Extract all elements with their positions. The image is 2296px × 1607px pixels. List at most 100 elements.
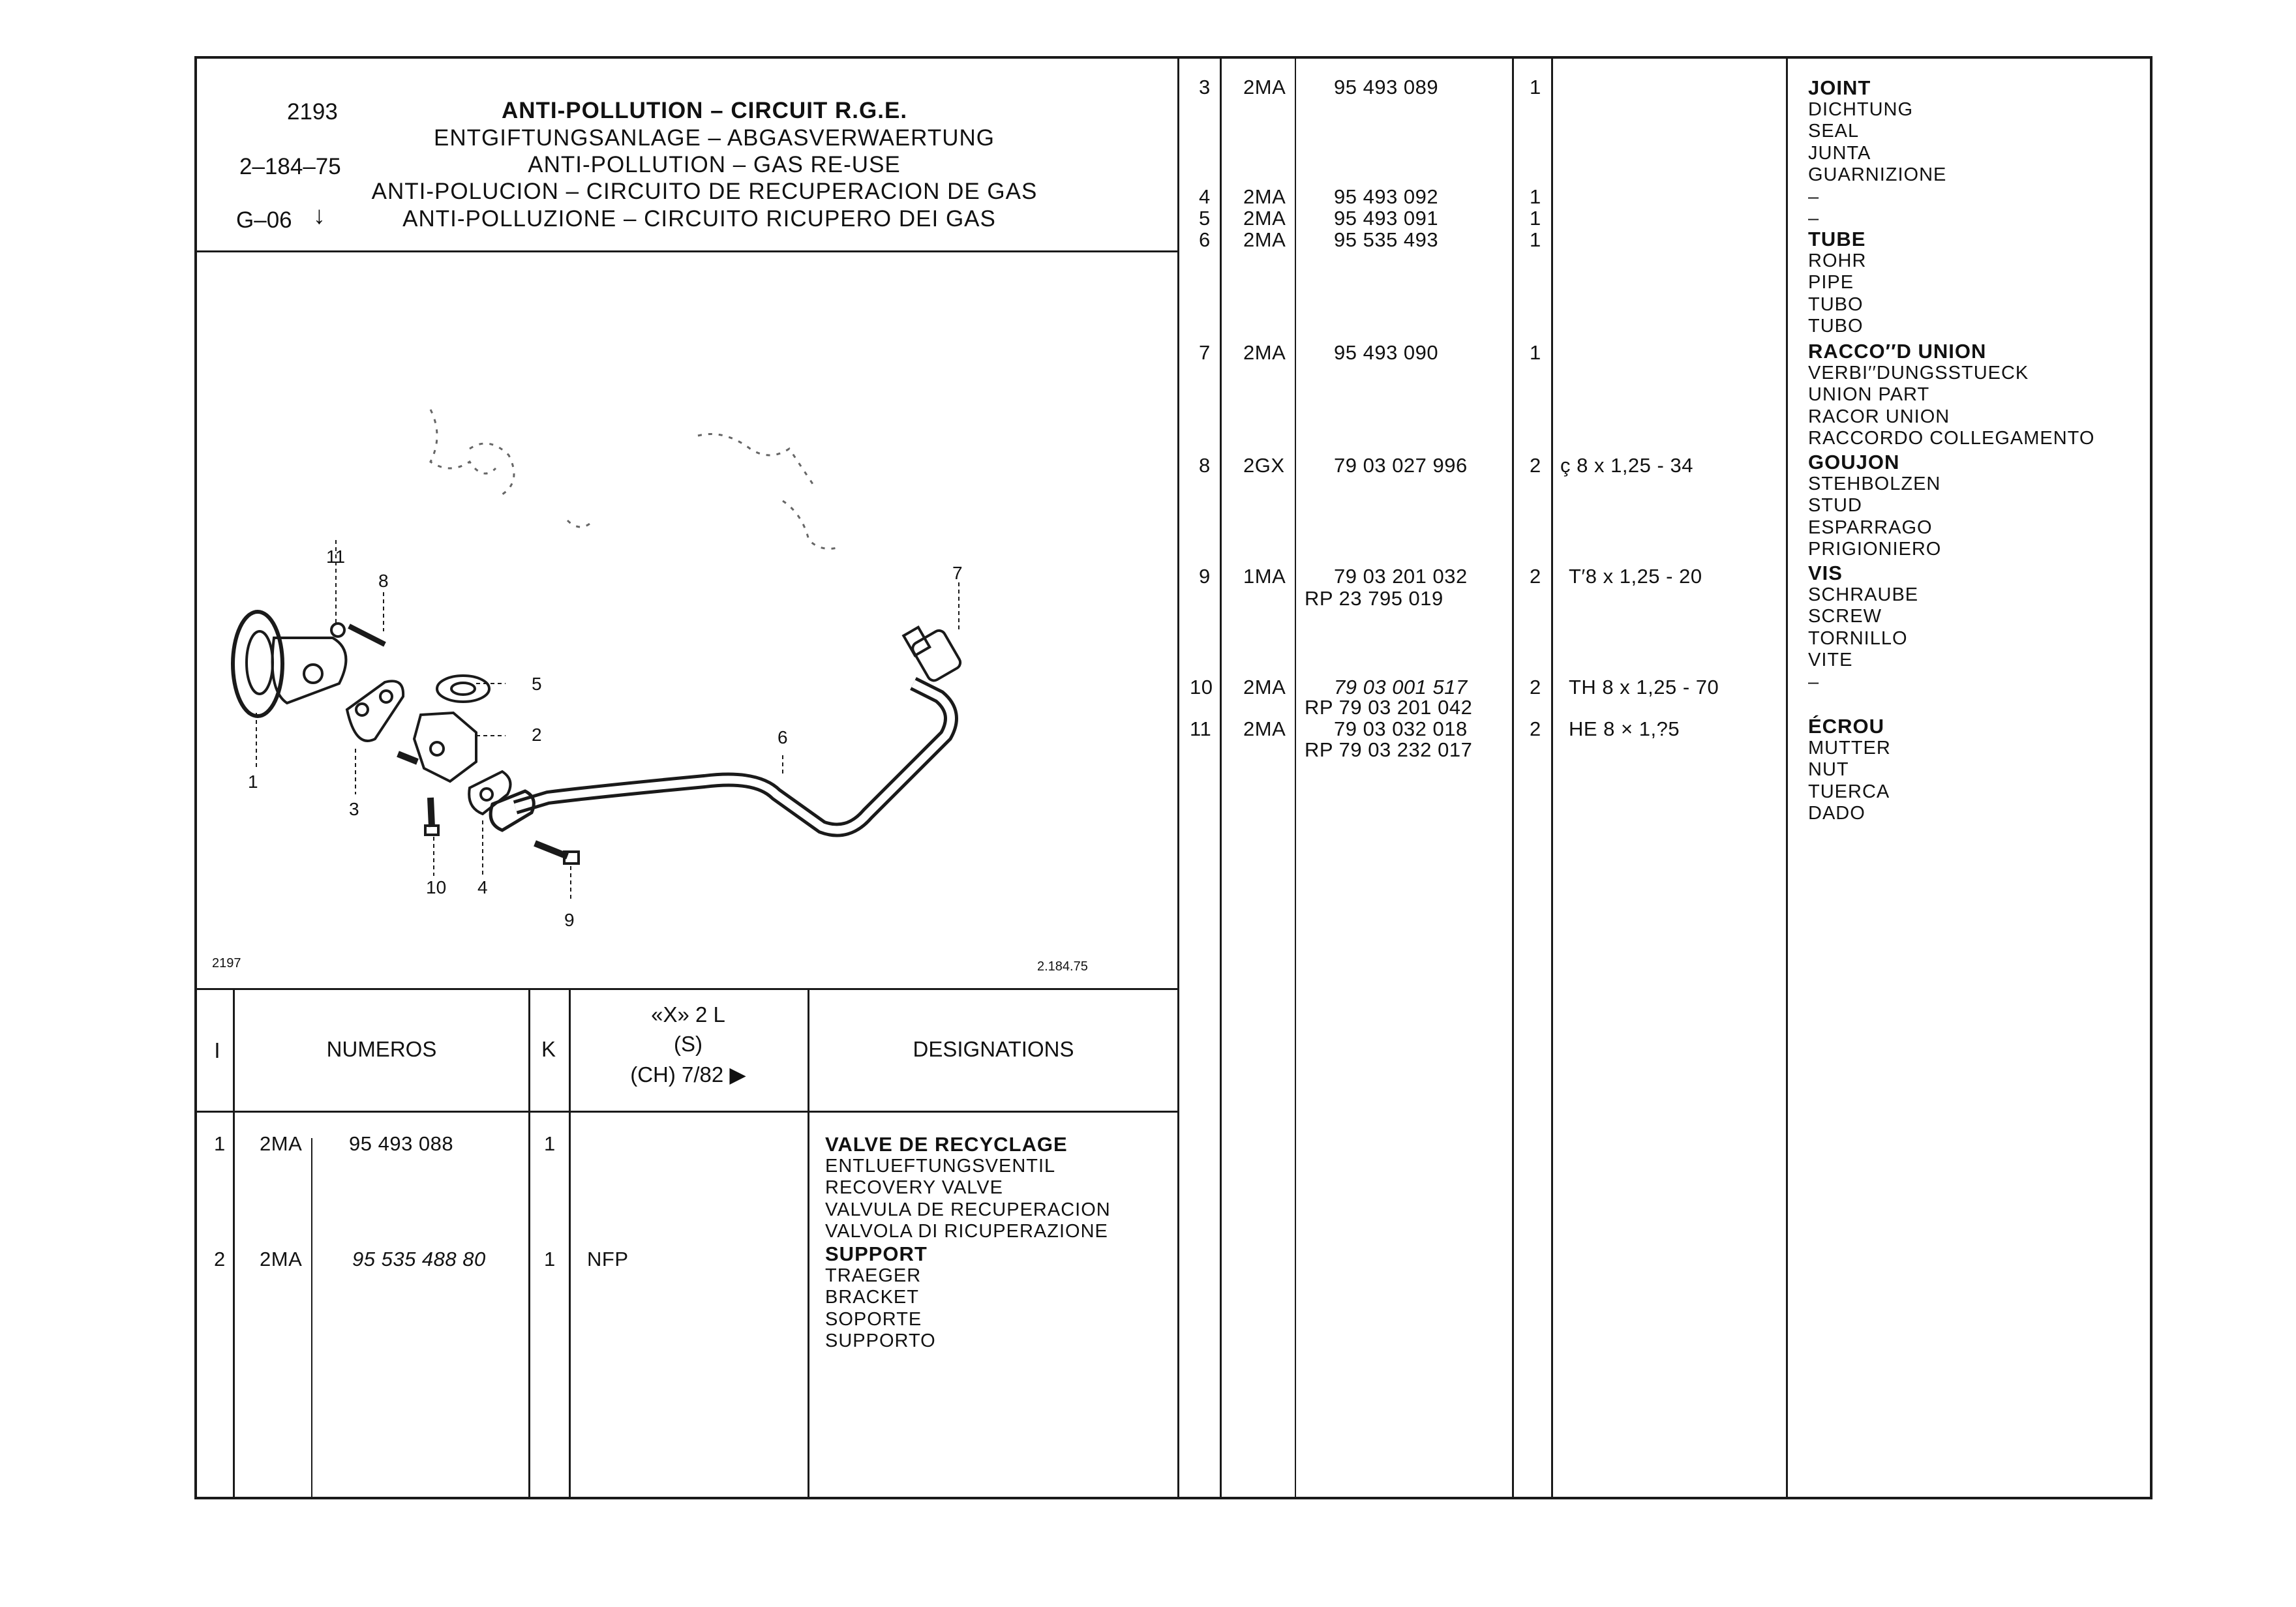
col-header-model-3: (CH) 7/82 ▶ — [630, 1062, 746, 1087]
row-number: 95 493 091 — [1334, 207, 1439, 230]
left-col-line — [311, 1138, 312, 1499]
diagram-divider — [194, 988, 1179, 990]
row-qty: 2 — [1530, 676, 1541, 698]
right-col-line — [1551, 56, 1553, 1499]
row-code: 2MA — [260, 1248, 303, 1270]
left-panel-right-border — [1177, 56, 1179, 1499]
row-number: 95 493 089 — [1334, 76, 1439, 98]
row-qty: 2 — [1530, 454, 1541, 477]
row-number: 95 535 493 — [1334, 228, 1439, 251]
row-note: ç 8 x 1,25 - 34 — [1560, 454, 1693, 477]
column-header-divider — [194, 1111, 1179, 1113]
callout-7: 7 — [952, 563, 963, 583]
row-number: 95 493 090 — [1334, 341, 1439, 364]
right-col-line — [1220, 56, 1222, 1499]
exploded-parts-diagram: 1 2 3 4 5 6 7 8 9 10 11 2197 2.184.75 — [212, 409, 1088, 974]
callout-9: 9 — [564, 910, 575, 930]
col-header-model-2: (S) — [674, 1032, 702, 1056]
right-col-line — [1295, 56, 1296, 1499]
row-index: 2 — [214, 1248, 226, 1270]
row-number-alt: RP 23 795 019 — [1305, 587, 1443, 610]
col-header-model-1: «X» 2 L — [651, 1002, 725, 1027]
row-index: 5 — [1199, 207, 1211, 230]
col-header-index: I — [214, 1038, 220, 1062]
row-code: 2MA — [1243, 341, 1286, 364]
designation-tube: TUBE ROHR PIPE TUBO TUBO — [1808, 228, 1867, 337]
row-code: 2MA — [1243, 228, 1286, 251]
col-header-designations: DESIGNATIONS — [913, 1037, 1074, 1061]
row-index: 11 — [1190, 717, 1212, 740]
diagram-corner-left: 2197 — [212, 956, 241, 970]
row-number-alt: RP 79 03 232 017 — [1305, 738, 1473, 761]
designation-nut: ÉCROU MUTTER NUT TUERCA DADO — [1808, 715, 1891, 824]
row-code: 2GX — [1243, 454, 1285, 477]
row-index: 6 — [1199, 228, 1211, 251]
row-index: 8 — [1199, 454, 1211, 477]
callout-11: 11 — [326, 547, 345, 567]
row-number-alt: RP 79 03 201 042 — [1305, 696, 1473, 719]
right-col-line — [1512, 56, 1514, 1499]
row-qty: 1 — [544, 1248, 556, 1270]
designation-screw: VIS SCHRAUBE SCREW TORNILLO VITE – — [1808, 562, 1919, 693]
row-code: 2MA — [1243, 676, 1286, 698]
row-number: 79 03 201 032 — [1334, 565, 1468, 588]
row-index: 3 — [1199, 76, 1211, 98]
row-designation: SUPPORT TRAEGER BRACKET SOPORTE SUPPORTO — [825, 1242, 936, 1351]
row-code: 2MA — [1243, 207, 1286, 230]
row-qty: 1 — [1530, 228, 1541, 251]
row-note: T′8 x 1,25 - 20 — [1569, 565, 1702, 588]
row-number: 95 535 488 80 — [352, 1248, 486, 1270]
page-ref: 2–184–75 — [239, 154, 341, 179]
designation-dash: – — [1808, 187, 1820, 207]
row-qty: 1 — [1530, 76, 1541, 98]
callout-2: 2 — [532, 725, 542, 745]
designation-dash: – — [1808, 208, 1820, 229]
row-index: 7 — [1199, 341, 1211, 364]
row-code: 2MA — [1243, 185, 1286, 208]
diagram-corner-right: 2.184.75 — [1037, 959, 1088, 974]
header-divider — [194, 250, 1179, 252]
row-code: 1MA — [1243, 565, 1286, 588]
title-es: ANTI-POLUCION – CIRCUITO DE RECUPERACION… — [371, 179, 1038, 204]
row-qty: 2 — [1530, 717, 1541, 740]
col-header-qty: K — [541, 1037, 556, 1061]
arrow-down-icon: ↓ — [313, 202, 325, 230]
row-number: 79 03 027 996 — [1334, 454, 1468, 477]
callout-8: 8 — [378, 571, 389, 591]
row-designation: VALVE DE RECYCLAGE ENTLUEFTUNGSVENTIL RE… — [825, 1133, 1111, 1242]
row-qty: 2 — [1530, 565, 1541, 588]
right-col-line — [1786, 56, 1788, 1499]
row-qty: 1 — [1530, 341, 1541, 364]
row-qty: 1 — [1530, 207, 1541, 230]
callout-4: 4 — [477, 877, 488, 897]
row-number: 79 03 001 517 — [1334, 676, 1468, 698]
designation-union: RACCO′′D UNION VERBI′′DUNGSSTUECK UNION … — [1808, 340, 2095, 449]
row-note: TH 8 x 1,25 - 70 — [1569, 676, 1719, 698]
callout-10: 10 — [426, 877, 446, 897]
left-col-line — [569, 988, 571, 1499]
callout-1: 1 — [248, 772, 258, 792]
designation-stud: GOUJON STEHBOLZEN STUD ESPARRAGO PRIGION… — [1808, 451, 1942, 560]
left-col-line — [233, 988, 235, 1499]
title-en: ANTI-POLLUTION – GAS RE-USE — [528, 152, 901, 177]
row-note: HE 8 × 1,?5 — [1569, 717, 1680, 740]
group-code: G–06 — [236, 207, 292, 233]
left-col-line — [528, 988, 530, 1499]
row-code: 2MA — [1243, 717, 1286, 740]
row-index: 1 — [214, 1132, 226, 1155]
title-de: ENTGIFTUNGSANLAGE – ABGASVERWAERTUNG — [434, 125, 995, 151]
row-number: 95 493 092 — [1334, 185, 1439, 208]
row-qty: 1 — [544, 1132, 556, 1155]
row-qty: 1 — [1530, 185, 1541, 208]
row-code: 2MA — [1243, 76, 1286, 98]
left-col-line — [808, 988, 809, 1499]
col-header-numbers: NUMEROS — [326, 1037, 437, 1061]
title-fr: ANTI-POLLUTION – CIRCUIT R.G.E. — [501, 98, 908, 123]
row-index: 10 — [1190, 676, 1213, 698]
row-index: 4 — [1199, 185, 1211, 208]
row-number: 95 493 088 — [349, 1132, 454, 1155]
title-it: ANTI-POLLUZIONE – CIRCUITO RICUPERO DEI … — [402, 206, 996, 232]
page-code: 2193 — [287, 99, 338, 125]
row-index: 9 — [1199, 565, 1211, 588]
row-code: 2MA — [260, 1132, 303, 1155]
